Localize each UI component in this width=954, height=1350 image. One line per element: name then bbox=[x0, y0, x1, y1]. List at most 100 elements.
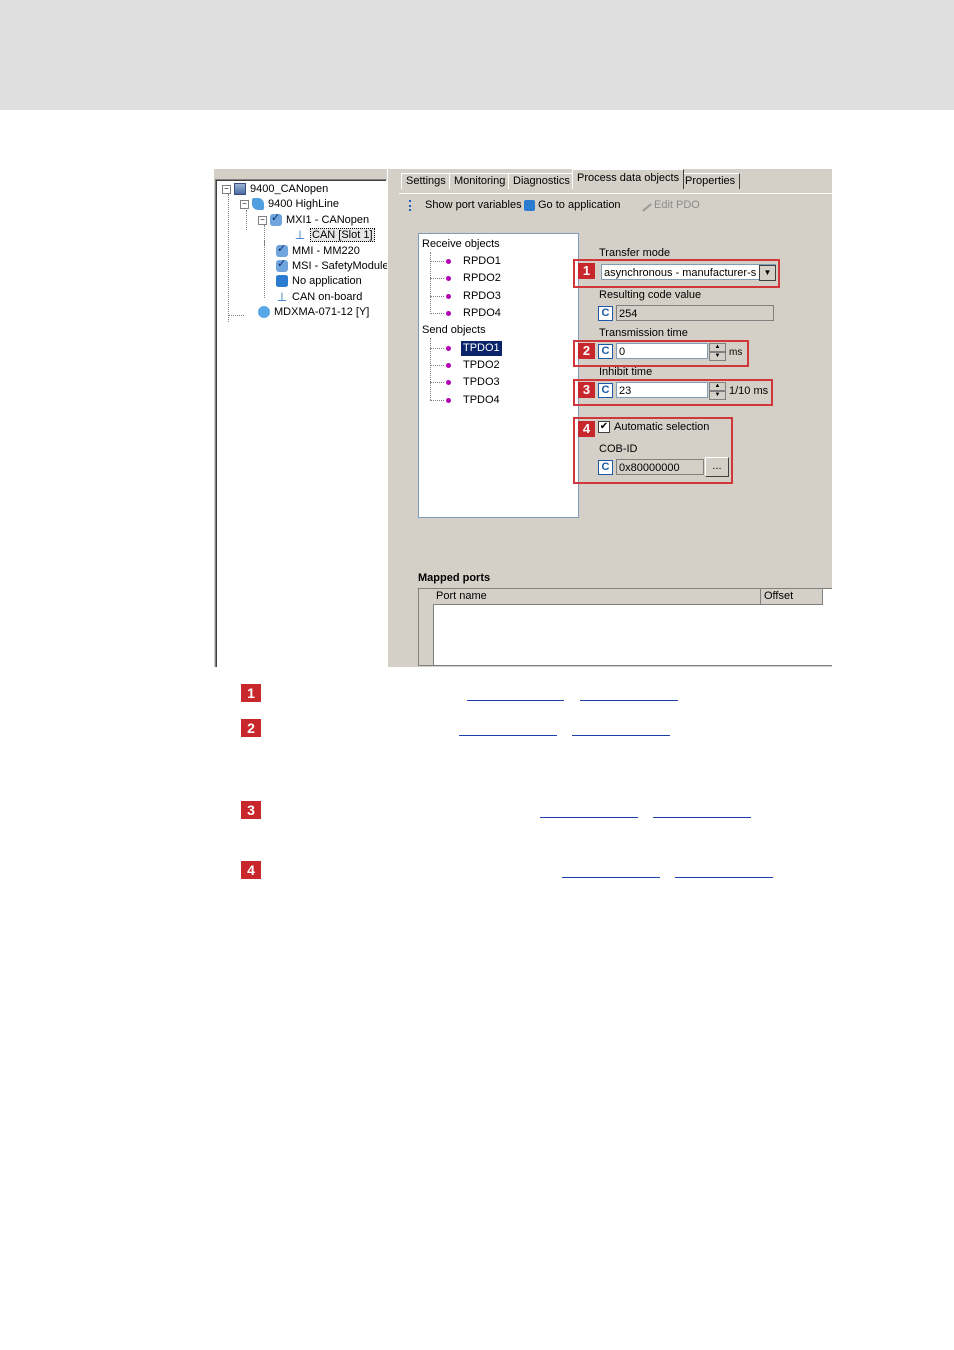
c-code-button[interactable]: C bbox=[598, 306, 613, 321]
pdo-bullet-icon bbox=[446, 346, 451, 351]
marker-badge-4: 4 bbox=[578, 421, 595, 437]
pane-splitter[interactable] bbox=[387, 169, 394, 667]
marker-badge-1: 1 bbox=[578, 263, 595, 279]
list-item-tpdo2[interactable]: TPDO2 bbox=[463, 359, 500, 371]
pdo-bullet-icon bbox=[446, 311, 451, 316]
spin-up-icon[interactable]: ▲ bbox=[709, 343, 726, 352]
show-port-variables-button[interactable]: Show port variables bbox=[409, 198, 522, 212]
go-to-application-button[interactable]: Go to application bbox=[524, 198, 621, 212]
module-icon bbox=[270, 211, 282, 227]
pdo-bullet-icon bbox=[446, 259, 451, 264]
tab-diagnostics[interactable]: Diagnostics bbox=[508, 173, 575, 189]
legend-link-3a[interactable] bbox=[540, 817, 638, 818]
wrench-icon bbox=[639, 198, 652, 212]
tree-item-mxi1[interactable]: −MXI1 - CANopen bbox=[258, 211, 369, 227]
collapse-icon[interactable]: − bbox=[258, 215, 267, 225]
list-item-rpdo3[interactable]: RPDO3 bbox=[463, 290, 501, 302]
pdo-bullet-icon bbox=[446, 276, 451, 281]
spin-up-icon[interactable]: ▲ bbox=[709, 382, 726, 391]
bus-icon: ⊥ bbox=[294, 228, 306, 243]
list-item-tpdo4[interactable]: TPDO4 bbox=[463, 394, 500, 406]
pdo-bullet-icon bbox=[446, 294, 451, 299]
tree-item-can-slot1[interactable]: ⊥CAN [Slot 1] bbox=[294, 228, 375, 243]
tab-monitoring[interactable]: Monitoring bbox=[449, 173, 511, 189]
tab-process-data-objects[interactable]: Process data objects bbox=[572, 169, 685, 189]
tab-settings[interactable]: Settings bbox=[401, 173, 451, 189]
column-header-port-name[interactable]: Port name bbox=[433, 589, 761, 604]
port-variables-icon bbox=[409, 199, 422, 211]
project-tree[interactable]: −9400_CANopen −9400 HighLine −MXI1 - CAN… bbox=[215, 179, 389, 667]
list-item-rpdo2[interactable]: RPDO2 bbox=[463, 272, 501, 284]
transfer-mode-label: Transfer mode bbox=[599, 247, 671, 259]
legend-badge-3: 3 bbox=[241, 801, 261, 819]
mapped-ports-title: Mapped ports bbox=[418, 572, 491, 584]
tree-item-application[interactable]: No application bbox=[276, 274, 362, 288]
list-item-tpdo1[interactable]: TPDO1 bbox=[461, 341, 502, 356]
tab-underline bbox=[399, 193, 832, 194]
column-header-offset[interactable]: Offset bbox=[761, 589, 823, 604]
pdo-object-list[interactable]: Receive objects RPDO1 RPDO2 RPDO3 RPDO4 … bbox=[418, 233, 579, 518]
spin-down-icon[interactable]: ▼ bbox=[709, 352, 726, 361]
page-header-band bbox=[0, 0, 954, 110]
legend-link-4a[interactable] bbox=[562, 877, 660, 878]
legend-link-4b[interactable] bbox=[675, 877, 773, 878]
chevron-down-icon[interactable]: ▼ bbox=[759, 265, 776, 281]
transmission-time-unit: ms bbox=[729, 347, 743, 358]
pdo-bullet-icon bbox=[446, 363, 451, 368]
transmission-time-label: Transmission time bbox=[599, 327, 688, 339]
legend-link-2a[interactable] bbox=[459, 735, 557, 736]
tree-item-can-onboard[interactable]: ⊥CAN on-board bbox=[276, 290, 363, 305]
application-icon bbox=[276, 275, 288, 288]
c-code-button[interactable]: C bbox=[598, 383, 613, 398]
edit-pdo-button[interactable]: Edit PDO bbox=[639, 198, 700, 212]
legend-link-1b[interactable] bbox=[580, 700, 678, 701]
marker-badge-3: 3 bbox=[578, 382, 595, 398]
inhibit-time-unit: 1/10 ms bbox=[729, 385, 769, 397]
automatic-selection-checkbox[interactable]: ✔ bbox=[598, 421, 610, 433]
collapse-icon[interactable]: − bbox=[222, 184, 231, 194]
cob-id-label: COB-ID bbox=[599, 443, 638, 455]
tree-item-device[interactable]: −9400 HighLine bbox=[240, 197, 339, 211]
motor-icon bbox=[258, 306, 270, 319]
resulting-code-field: 254 bbox=[616, 305, 774, 321]
legend-link-1a[interactable] bbox=[467, 700, 564, 701]
automatic-selection-label: Automatic selection bbox=[614, 421, 710, 433]
module-icon bbox=[276, 242, 288, 258]
tree-item-mmi[interactable]: MMI - MM220 bbox=[276, 242, 360, 258]
module-icon bbox=[276, 257, 288, 273]
send-objects-group[interactable]: Send objects bbox=[422, 324, 486, 336]
inhibit-time-input[interactable]: 23 bbox=[616, 382, 708, 398]
list-item-rpdo1[interactable]: RPDO1 bbox=[463, 255, 501, 267]
tree-item-msi[interactable]: MSI - SafetyModule bbox=[276, 257, 389, 273]
pdo-bullet-icon bbox=[446, 398, 451, 403]
legend-badge-1: 1 bbox=[241, 684, 261, 702]
c-code-button[interactable]: C bbox=[598, 344, 613, 359]
highlight-box-3 bbox=[573, 379, 773, 406]
legend-link-3b[interactable] bbox=[653, 817, 751, 818]
legend-badge-4: 4 bbox=[241, 861, 261, 879]
row-header-column bbox=[419, 589, 434, 665]
cob-id-browse-button[interactable]: ... bbox=[705, 457, 729, 477]
legend-badge-2: 2 bbox=[241, 719, 261, 737]
legend-link-2b[interactable] bbox=[572, 735, 670, 736]
mapped-ports-table[interactable]: Port name Offset bbox=[418, 588, 832, 666]
cob-id-field: 0x80000000 bbox=[616, 459, 704, 475]
inhibit-time-stepper[interactable]: ▲ ▼ bbox=[709, 382, 726, 400]
receive-objects-group[interactable]: Receive objects bbox=[422, 238, 500, 250]
tab-properties[interactable]: Properties bbox=[680, 173, 741, 189]
tree-item-motor[interactable]: MDXMA-071-12 [Y] bbox=[258, 305, 369, 319]
c-code-button[interactable]: C bbox=[598, 460, 613, 475]
highlight-box-1 bbox=[573, 259, 780, 288]
device-icon bbox=[252, 198, 264, 211]
collapse-icon[interactable]: − bbox=[240, 199, 249, 209]
transfer-mode-select[interactable]: asynchronous - manufacturer-s bbox=[601, 264, 776, 280]
resulting-code-label: Resulting code value bbox=[599, 289, 702, 301]
list-item-tpdo3[interactable]: TPDO3 bbox=[463, 376, 500, 388]
list-item-rpdo4[interactable]: RPDO4 bbox=[463, 307, 501, 319]
spin-down-icon[interactable]: ▼ bbox=[709, 391, 726, 400]
tree-item-project[interactable]: −9400_CANopen bbox=[222, 182, 328, 196]
transmission-time-input[interactable]: 0 bbox=[616, 343, 708, 359]
highlight-box-2 bbox=[573, 340, 749, 367]
screenshot-window: −9400_CANopen −9400 HighLine −MXI1 - CAN… bbox=[214, 169, 832, 667]
transmission-time-stepper[interactable]: ▲ ▼ bbox=[709, 343, 726, 361]
